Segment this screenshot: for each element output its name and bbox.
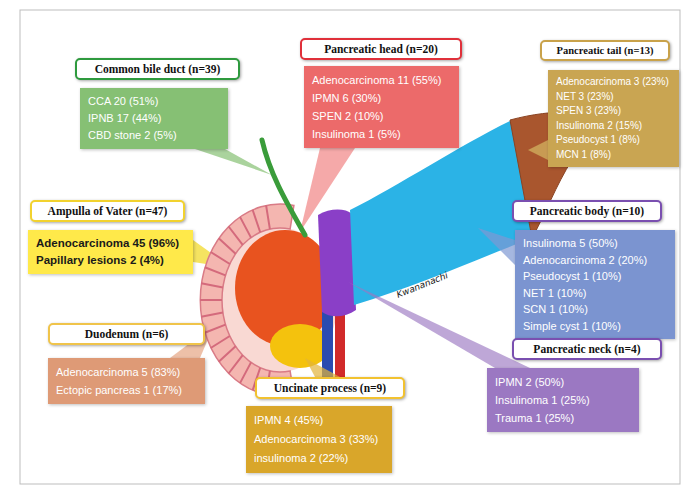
callout-pointer bbox=[478, 228, 515, 265]
callout-row: Adenocarcinoma 3 (33%) bbox=[254, 430, 378, 449]
callout-heading: Pancreatic neck (n=4) bbox=[512, 338, 662, 360]
callout-row: Trauma 1 (25%) bbox=[495, 409, 574, 427]
callout-heading: Pancreatic body (n=10) bbox=[512, 200, 662, 222]
callout-box: Pancreatic tail (n=13) Adenocarcinoma 3 (… bbox=[540, 40, 679, 167]
callout-row: Insulinoma 1 (25%) bbox=[495, 391, 590, 409]
callout-row: IPMN 2 (50%) bbox=[495, 373, 564, 391]
callout-pointer bbox=[348, 282, 530, 368]
callout-row: MCN 1 (8%) bbox=[556, 148, 611, 163]
callout-row: NET 3 (23%) bbox=[556, 90, 614, 105]
callout-row: Pseudocyst 1 (8%) bbox=[556, 133, 640, 148]
callout-row: NET 1 (10%) bbox=[523, 285, 586, 302]
callout-row: IPMN 6 (30%) bbox=[312, 89, 381, 107]
callout-pointer bbox=[195, 149, 272, 175]
callout-body: Adenocarcinoma 3 (23%)NET 3 (23%)SPEN 3 … bbox=[548, 70, 679, 167]
callout-box: Pancreatic body (n=10) Insulinoma 5 (50%)… bbox=[512, 200, 675, 339]
callout-box: Duodenum (n=6) Adenocarcinoma 5 (83%)Ecto… bbox=[48, 323, 205, 404]
callout-row: Adenocarcinoma 3 (23%) bbox=[556, 75, 669, 90]
callout-heading: Pancreatic head (n=20) bbox=[300, 38, 462, 60]
callout-body: IPMN 4 (45%)Adenocarcinoma 3 (33%)insuli… bbox=[246, 406, 392, 473]
callout-row: Simple cyst 1 (10%) bbox=[523, 318, 621, 335]
callout-body: IPMN 2 (50%)Insulinoma 1 (25%)Trauma 1 (… bbox=[487, 368, 639, 432]
callout-body: Insulinoma 5 (50%)Adenocarcinoma 2 (20%)… bbox=[515, 230, 675, 339]
callout-heading: Common bile duct (n=39) bbox=[75, 58, 240, 80]
callout-pointer bbox=[305, 358, 340, 377]
callout-body: Adenocarcinoma 5 (83%)Ectopic pancreas 1… bbox=[48, 358, 205, 404]
callout-row: CBD stone 2 (5%) bbox=[88, 127, 177, 144]
callout-row: Papillary lesions 2 (4%) bbox=[36, 252, 164, 269]
callout-row: IPMN 4 (45%) bbox=[254, 411, 323, 430]
frame bbox=[20, 10, 680, 484]
callout-heading: Pancreatic tail (n=13) bbox=[540, 40, 670, 61]
callout-row: insulinoma 2 (22%) bbox=[254, 449, 348, 468]
callout-box: Pancreatic head (n=20) Adenocarcinoma 11 … bbox=[300, 38, 462, 148]
callout-box: Ampulla of Vater (n=47) Adenocarcinoma 45… bbox=[28, 200, 193, 274]
callout-heading: Ampulla of Vater (n=47) bbox=[30, 200, 185, 222]
callout-body: CCA 20 (51%)IPNB 17 (44%)CBD stone 2 (5%… bbox=[80, 88, 228, 149]
callout-row: Adenocarcinoma 5 (83%) bbox=[56, 363, 180, 381]
callout-body: Adenocarcinoma 11 (55%)IPMN 6 (30%)SPEN … bbox=[304, 66, 459, 148]
callout-heading: Duodenum (n=6) bbox=[48, 323, 205, 345]
callout-box: Pancreatic neck (n=4) IPMN 2 (50%)Insulin… bbox=[487, 338, 662, 432]
callout-row: CCA 20 (51%) bbox=[88, 93, 158, 110]
callout-row: Pseudocyst 1 (10%) bbox=[523, 268, 621, 285]
callout-row: Insulinoma 5 (50%) bbox=[523, 235, 618, 252]
callout-row: SPEN 2 (10%) bbox=[312, 107, 384, 125]
callout-box: Common bile duct (n=39) CCA 20 (51%)IPNB … bbox=[75, 58, 240, 149]
pancreatic-neck bbox=[318, 210, 356, 317]
callout-pointer bbox=[528, 140, 548, 160]
uncinate-process bbox=[270, 324, 330, 368]
callout-row: Insulinoma 2 (15%) bbox=[556, 119, 642, 134]
callout-row: SCN 1 (10%) bbox=[523, 301, 588, 318]
callout-heading: Uncinate process (n=9) bbox=[255, 377, 405, 399]
callout-row: SPEN 3 (23%) bbox=[556, 104, 621, 119]
callout-row: Insulinoma 1 (5%) bbox=[312, 125, 401, 143]
callout-row: Adenocarcinoma 11 (55%) bbox=[312, 71, 441, 89]
signature-watermark: Kwananachi bbox=[395, 270, 449, 300]
callout-box: Uncinate process (n=9) IPMN 4 (45%)Adenoc… bbox=[246, 377, 405, 473]
callout-row: Ectopic pancreas 1 (17%) bbox=[56, 381, 182, 399]
callout-row: Adenocarcinoma 45 (96%) bbox=[36, 235, 179, 252]
callout-row: Adenocarcinoma 2 (20%) bbox=[523, 252, 647, 269]
callout-body: Adenocarcinoma 45 (96%)Papillary lesions… bbox=[28, 230, 193, 274]
callout-row: IPNB 17 (44%) bbox=[88, 110, 161, 127]
bile-duct bbox=[262, 140, 305, 235]
